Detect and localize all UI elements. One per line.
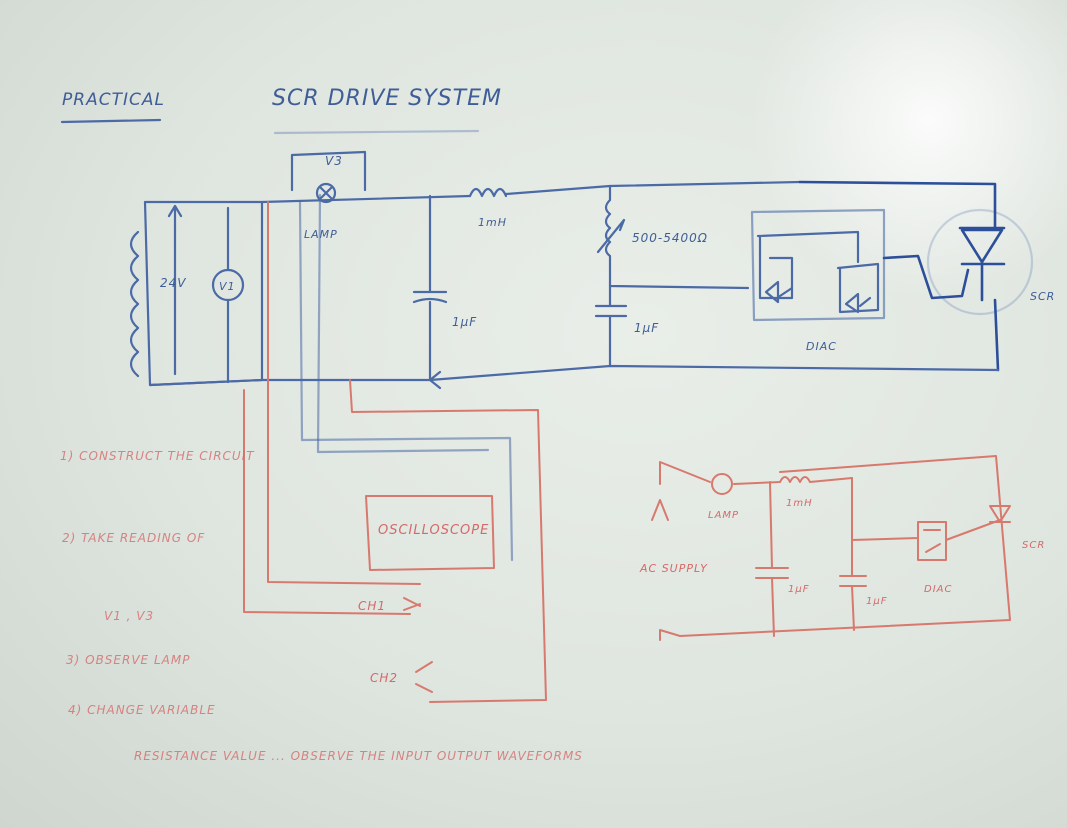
red-capacitor-2-icon [839, 477, 867, 631]
red-diac-icon [851, 521, 947, 561]
step-3: 3) OBSERVE LAMP [66, 653, 190, 667]
v3-loop [290, 150, 367, 192]
red-inductor-label: 1mH [786, 498, 813, 509]
channel-1-probe-icon [403, 597, 421, 611]
capacitor-1-icon [412, 194, 448, 382]
oscilloscope-box [365, 495, 495, 571]
red-lamp-icon [711, 473, 733, 495]
red-capacitor-1-label: 1μF [788, 584, 809, 595]
bottom-rail-arrow-icon [428, 370, 442, 390]
source-box [143, 200, 264, 387]
variable-resistor-icon [604, 184, 750, 290]
scr-icon [798, 180, 1006, 302]
top-rail-right [608, 180, 802, 188]
step-4-continued: RESISTANCE VALUE ... OBSERVE THE INPUT O… [134, 749, 583, 763]
voltage-arrow-icon [167, 204, 183, 376]
ac-supply-label: AC SUPPLY [639, 562, 708, 575]
practical-heading: PRACTICAL [62, 90, 165, 110]
capacitor-1-label: 1μF [452, 315, 477, 329]
red-diac-label: DIAC [924, 584, 952, 595]
title-underline [273, 129, 480, 135]
source-voltage-label: 24V [160, 276, 186, 290]
step-1: 1) CONSTRUCT THE CIRCUIT [60, 449, 255, 463]
probe-wire-5 [349, 379, 547, 703]
oscilloscope-label: OSCILLOSCOPE [378, 523, 489, 538]
step-2-values: V1 , V3 [104, 609, 154, 623]
voltmeter-v1-label: V1 [219, 280, 236, 293]
top-rail-mid [504, 184, 612, 196]
inductor-icon [468, 187, 508, 198]
procedure-steps: 1) CONSTRUCT THE CIRCUIT 2) TAKE READING… [60, 449, 583, 763]
probe-wire-3 [298, 200, 514, 562]
red-schematic: AC SUPPLY LAMP 1mH 1μF 1μF DIAC SCR [639, 455, 1045, 641]
diac-label: DIAC [806, 340, 837, 353]
probe-wire-2 [243, 389, 411, 615]
inductor-label: 1mH [478, 216, 507, 229]
voltmeter-v3-label: V3 [325, 154, 343, 168]
red-scr-label: SCR [1022, 540, 1045, 551]
page-title: SCR DRIVE SYSTEM [272, 86, 502, 111]
ac-source-icon [651, 499, 669, 521]
red-capacitor-1-icon [755, 481, 789, 637]
diac-wiring [756, 230, 860, 300]
variable-resistor-arrow-icon [596, 218, 626, 254]
channel-2-label: CH2 [370, 671, 398, 685]
practical-underline [60, 118, 162, 124]
step-4: 4) CHANGE VARIABLE [68, 703, 216, 717]
diac-diode-1-icon [764, 280, 794, 304]
probe-wire-4 [316, 193, 490, 454]
red-diac-diodes-icon [923, 529, 941, 553]
lamp-cross-icon [318, 185, 334, 201]
diac-right-stage [836, 262, 880, 314]
scr-label: SCR [1030, 290, 1055, 303]
resistor-label: 500-5400Ω [632, 231, 708, 245]
probe-wire-1 [267, 201, 421, 585]
channel-1-label: CH1 [358, 599, 386, 613]
scr-outline [926, 208, 1034, 316]
diac-box [750, 208, 886, 322]
channel-2-probe-icon [415, 661, 433, 693]
scope-wiring: OSCILLOSCOPE CH1 CH2 [243, 193, 547, 703]
diac-diode-2-icon [844, 292, 872, 314]
scr-cathode-wire [993, 298, 1000, 372]
heading: PRACTICAL SCR DRIVE SYSTEM [60, 86, 502, 135]
ac-coil-icon [129, 230, 140, 378]
red-capacitor-2-label: 1μF [866, 596, 887, 607]
capacitor-2-label: 1μF [634, 321, 659, 335]
capacitor-2-icon [594, 284, 628, 368]
gate-wire [882, 254, 970, 300]
red-lamp-label: LAMP [708, 510, 739, 521]
main-circuit: 24V V1 V3 LAMP 1mH 1μF 500-5400Ω 1μF DIA… [129, 150, 1055, 390]
lamp-icon [315, 182, 337, 204]
bottom-rail [148, 364, 1000, 387]
red-inductor-icon [733, 476, 853, 485]
step-2: 2) TAKE READING OF [62, 531, 205, 545]
top-rail-left [260, 194, 472, 204]
red-scr-icon [945, 505, 1011, 541]
red-outer-loop [659, 455, 1011, 641]
lamp-label: LAMP [304, 228, 338, 241]
